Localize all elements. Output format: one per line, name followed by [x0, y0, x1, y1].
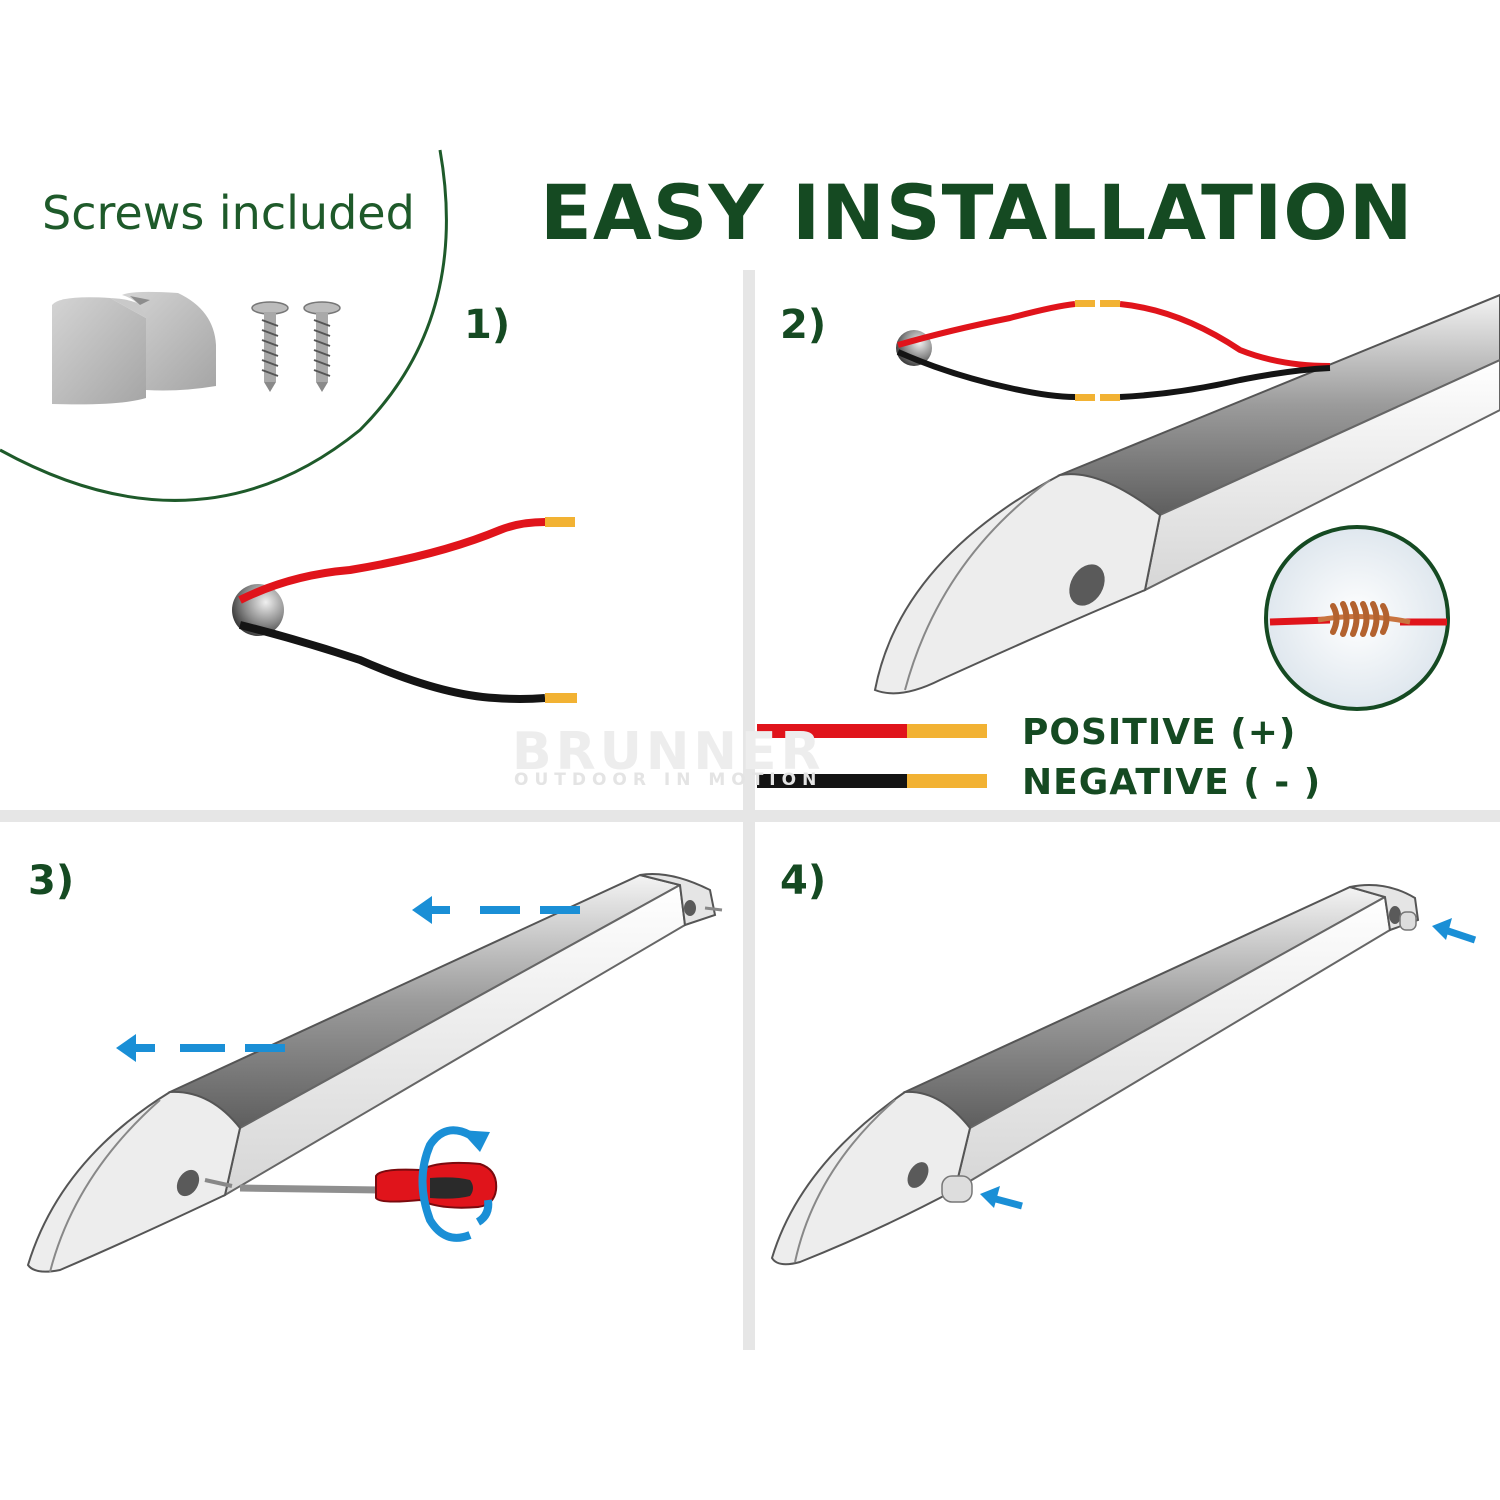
step3-rail [26, 873, 723, 1273]
step4-rail [770, 884, 1420, 1266]
screw-icon [251, 301, 341, 392]
arrow-icon [116, 896, 580, 1062]
legend-positive: POSITIVE (+) [1022, 712, 1297, 753]
step-2-label: 2) [780, 302, 827, 348]
step4-arrows [980, 918, 1477, 1210]
step1-wires [232, 517, 577, 703]
page-title: EASY INSTALLATION [540, 168, 1414, 257]
watermark-brand: BRUNNER [512, 722, 825, 782]
twisted-wire-icon [1264, 525, 1450, 711]
panel-dividers [0, 270, 1500, 1350]
step-4-label: 4) [780, 858, 827, 904]
legend-wires [757, 724, 987, 788]
rotation-arrow-icon [418, 1126, 493, 1242]
step2-rail [873, 293, 1500, 695]
step-1-label: 1) [464, 302, 511, 348]
legend-negative: NEGATIVE ( - ) [1022, 762, 1322, 803]
step-3-label: 3) [28, 858, 75, 904]
screws-caption: Screws included [42, 186, 415, 240]
watermark-tagline: OUTDOOR IN MOTION [514, 770, 823, 790]
screws-circle-outline [0, 149, 448, 502]
screwdriver-icon [204, 1161, 498, 1209]
step2-wires [896, 300, 1331, 401]
end-cap-icon [52, 291, 216, 405]
